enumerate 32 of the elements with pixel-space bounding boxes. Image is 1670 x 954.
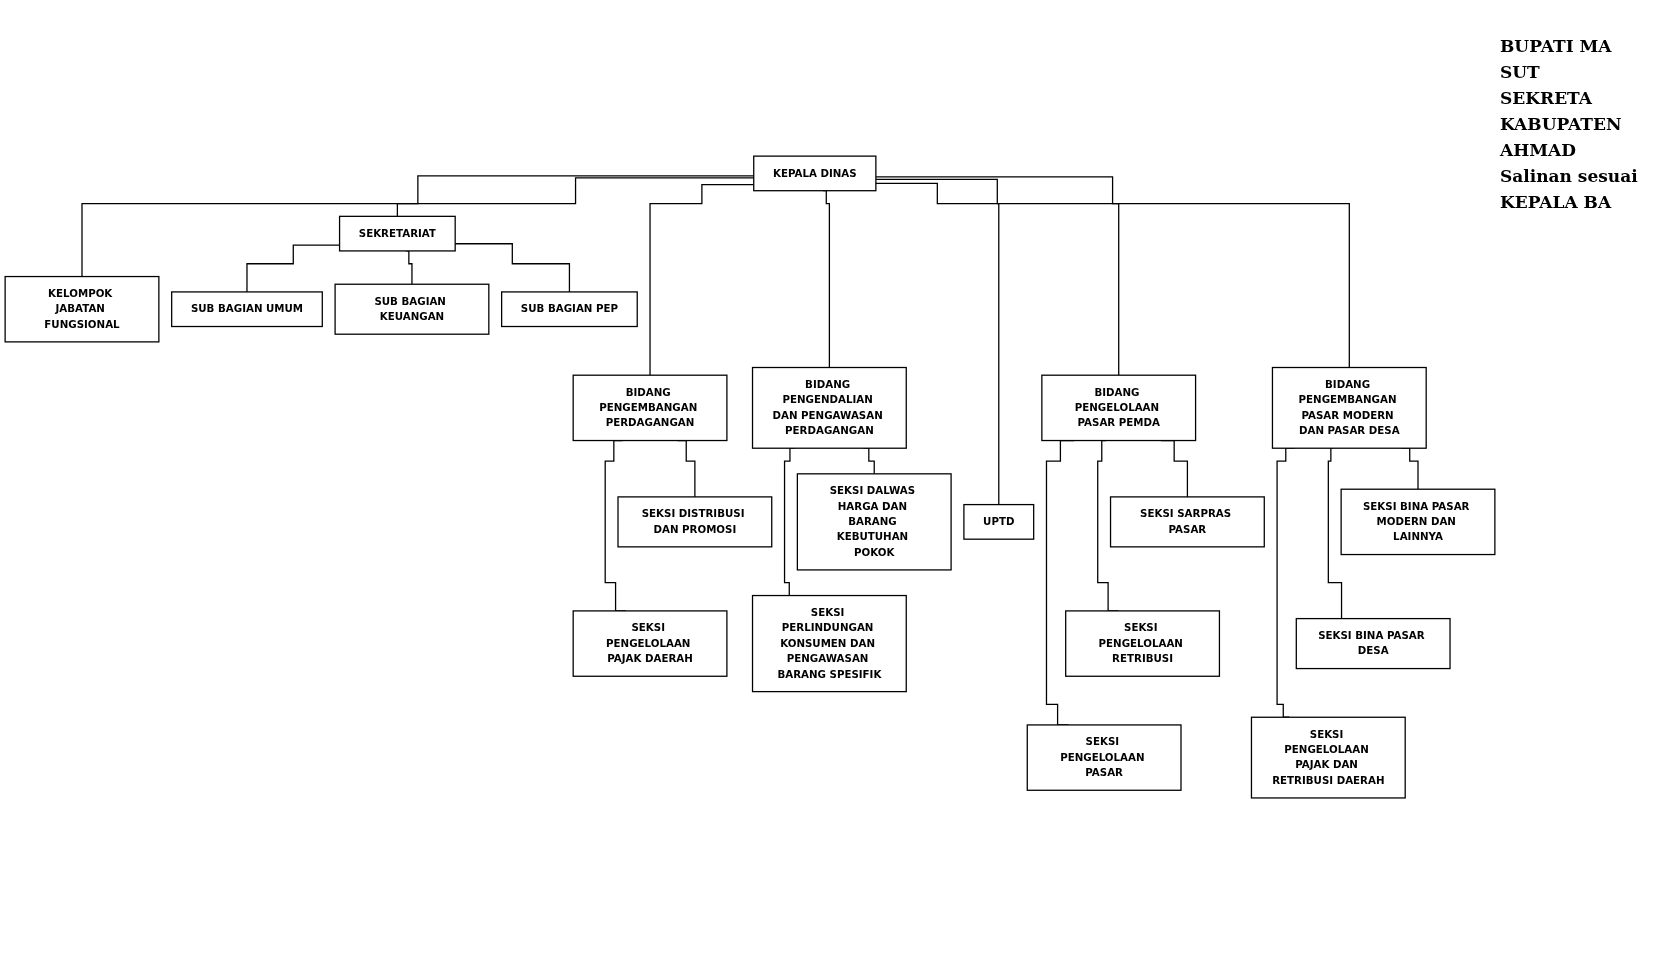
note-text: SEKRETA	[1500, 88, 1593, 108]
node-box: SUB BAGIAN PEP	[501, 291, 638, 328]
node-box: SUB BAGIAN KEUANGAN	[334, 283, 490, 335]
node-box: SEKSI DALWAS HARGA DAN BARANG KEBUTUHAN POKOK	[796, 473, 952, 571]
node-box: SUB BAGIAN UMUM	[171, 291, 323, 328]
node-box: SEKRETARIAT	[338, 215, 456, 252]
node-box: BIDANG PENGEMBANGAN PERDAGANGAN	[572, 374, 728, 442]
connector	[875, 182, 1000, 506]
node-box: SEKSI PENGELOLAAN PAJAK DAN RETRIBUSI DAERAH	[1250, 716, 1406, 799]
node-box: KEPALA DINAS	[753, 155, 877, 192]
node-box: UPTD	[963, 503, 1035, 540]
note-text: KEPALA BA	[1500, 192, 1613, 212]
node-box: SEKSI BINA PASAR DESA	[1295, 617, 1451, 670]
node-box: SEKSI PERLINDUNGAN KONSUMEN DAN PENGAWASAN BARANG SPESIFIK	[751, 594, 907, 693]
note-text: SUT	[1500, 62, 1541, 82]
node-box: BIDANG PENGEMBANGAN PASAR MODERN DAN PASAR DESA	[1271, 366, 1427, 449]
node-box: SEKSI PENGELOLAAN RETRIBUSI	[1065, 610, 1221, 677]
node-box: SEKSI BINA PASAR MODERN DAN LAINNYA	[1340, 488, 1496, 556]
node-box: SEKSI PENGELOLAAN PAJAK DAERAH	[572, 610, 728, 677]
note-text: BUPATI MA	[1500, 36, 1613, 56]
note-text: KABUPATEN	[1500, 114, 1623, 134]
connector	[405, 250, 413, 285]
node-box: BIDANG PENGELOLAAN PASAR PEMDA	[1041, 374, 1197, 442]
connector	[875, 176, 1350, 369]
node-box: BIDANG PENGENDALIAN DAN PENGAWASAN PERDAGANGAN	[751, 366, 907, 449]
connector	[875, 178, 1120, 376]
node-box: SEKSI PENGELOLAAN PASAR	[1026, 724, 1182, 791]
node-box: SEKSI DISTRIBUSI DAN PROMOSI	[617, 496, 773, 548]
node-box: KELOMPOK JABATAN FUNGSIONAL	[4, 275, 160, 343]
note-text: AHMAD	[1500, 140, 1577, 160]
note-text: Salinan sesuai	[1500, 166, 1639, 186]
node-box: SEKSI SARPRAS PASAR	[1109, 496, 1265, 548]
